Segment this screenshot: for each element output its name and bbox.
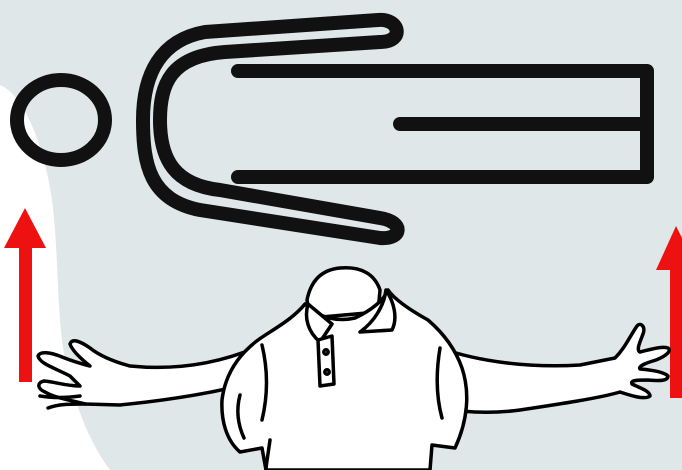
figure-button-2 [325,370,329,374]
figure-placket [318,336,334,386]
right-arrow-shaft [670,268,682,398]
figure-button-1 [324,350,328,354]
left-arrow-shaft [19,246,32,382]
